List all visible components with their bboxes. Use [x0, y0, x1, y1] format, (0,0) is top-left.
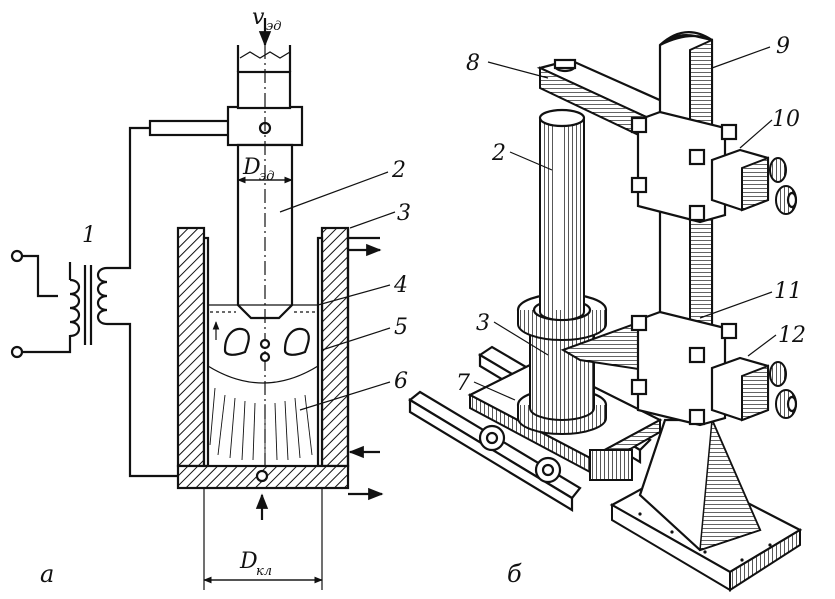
callout-9: 9 [776, 34, 790, 59]
slag-and-metal-pool [207, 304, 319, 461]
electrode-diameter-subscript: эд [259, 169, 275, 184]
lower-feed-unit [560, 310, 798, 427]
mold-diameter-dimension [203, 488, 323, 590]
callout-11: 11 [774, 279, 802, 304]
figure-b-installation: 8 2 3 7 9 10 11 12 б [408, 31, 806, 592]
callout-7: 7 [456, 371, 470, 396]
mold-diameter-label: D [239, 549, 258, 574]
callout-3b: 3 [476, 311, 490, 336]
figure-b-caption: б [507, 560, 522, 588]
figure-a-schematic: v эд D эд D кл 1 2 3 4 5 6 а [10, 5, 411, 590]
callout-leaders-a [279, 171, 396, 411]
electrode-diameter-label: D [242, 155, 261, 180]
pedestal-base [609, 418, 803, 592]
callout-12: 12 [778, 323, 806, 348]
callout-3: 3 [397, 201, 411, 226]
electrode-holder [148, 45, 304, 147]
callout-4: 4 [393, 273, 408, 298]
figure-a-caption: а [40, 560, 54, 588]
velocity-subscript: эд [266, 19, 282, 34]
callout-2: 2 [391, 158, 406, 183]
callout-6: 6 [394, 369, 408, 394]
mold-diameter-subscript: кл [256, 564, 272, 579]
cooled-mold [176, 226, 384, 520]
upper-feed-unit [630, 110, 798, 224]
callout-1: 1 [82, 223, 96, 248]
column [538, 108, 586, 321]
callout-10: 10 [772, 107, 800, 132]
callout-leaders-b [473, 46, 777, 401]
callout-8: 8 [466, 51, 480, 76]
velocity-label: v [252, 5, 265, 30]
callout-5: 5 [394, 315, 408, 340]
transformer [10, 126, 180, 478]
callout-2b: 2 [491, 141, 506, 166]
